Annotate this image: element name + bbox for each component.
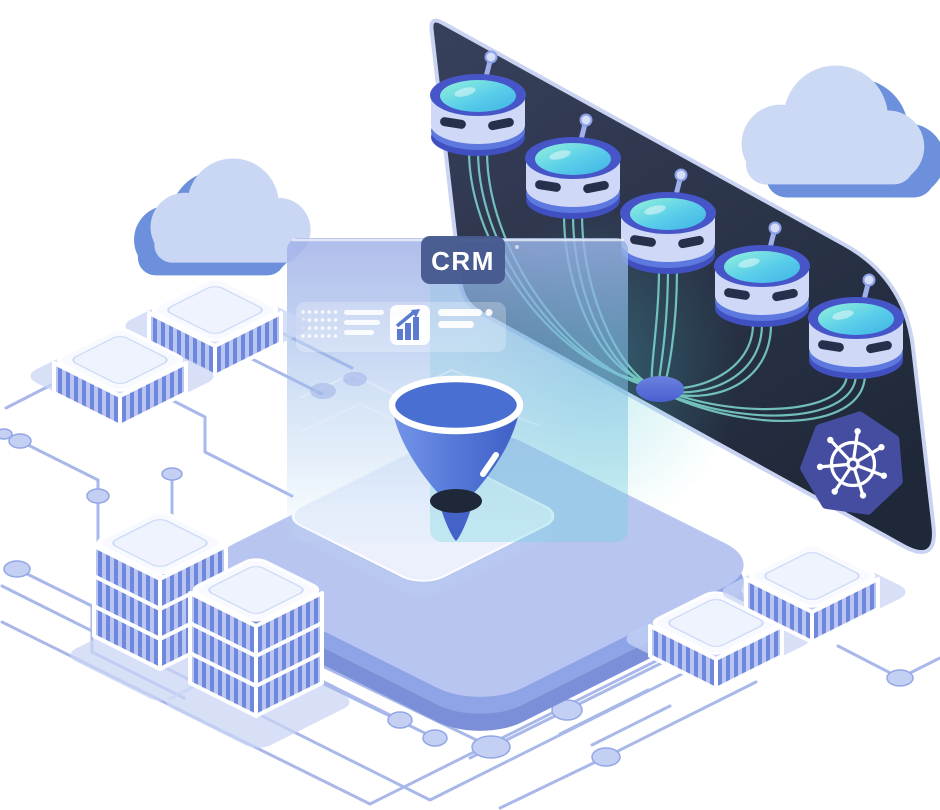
- text-lines: [344, 310, 384, 335]
- circuit-pad: [86, 488, 110, 504]
- crm-tab: [421, 236, 505, 284]
- circuit-pad: [387, 711, 413, 729]
- cloud-right-icon: [741, 65, 940, 198]
- circuit-pad: [551, 699, 583, 721]
- circuit-trace: [150, 388, 294, 498]
- cloud-left-icon: [134, 158, 311, 276]
- circuit-pad: [591, 747, 621, 767]
- kubernetes-badge: [800, 411, 903, 515]
- circuit-trace: [590, 704, 672, 747]
- circuit-pad: [161, 467, 183, 481]
- circuit-trace: [308, 658, 493, 749]
- pill-lines: [438, 309, 493, 328]
- funnel-icon: [388, 375, 524, 541]
- glass-bubble: [310, 383, 336, 399]
- convergence-node: [636, 376, 684, 402]
- circuit-pad: [8, 433, 32, 449]
- circuit-pad: [886, 669, 914, 687]
- kubernetes-helm-icon: [816, 428, 887, 499]
- circuit-pads: [0, 428, 914, 767]
- crm-label: CRM: [431, 246, 495, 276]
- circuit-trace: [558, 688, 650, 736]
- circuit-pad: [0, 428, 13, 440]
- circuit-pad: [471, 735, 511, 759]
- dashboard-card: [296, 302, 506, 352]
- circuit-pad: [3, 560, 31, 578]
- bar-chart-icon: [390, 305, 430, 345]
- circuit-pad: [422, 729, 448, 747]
- glass-bubble: [343, 372, 367, 386]
